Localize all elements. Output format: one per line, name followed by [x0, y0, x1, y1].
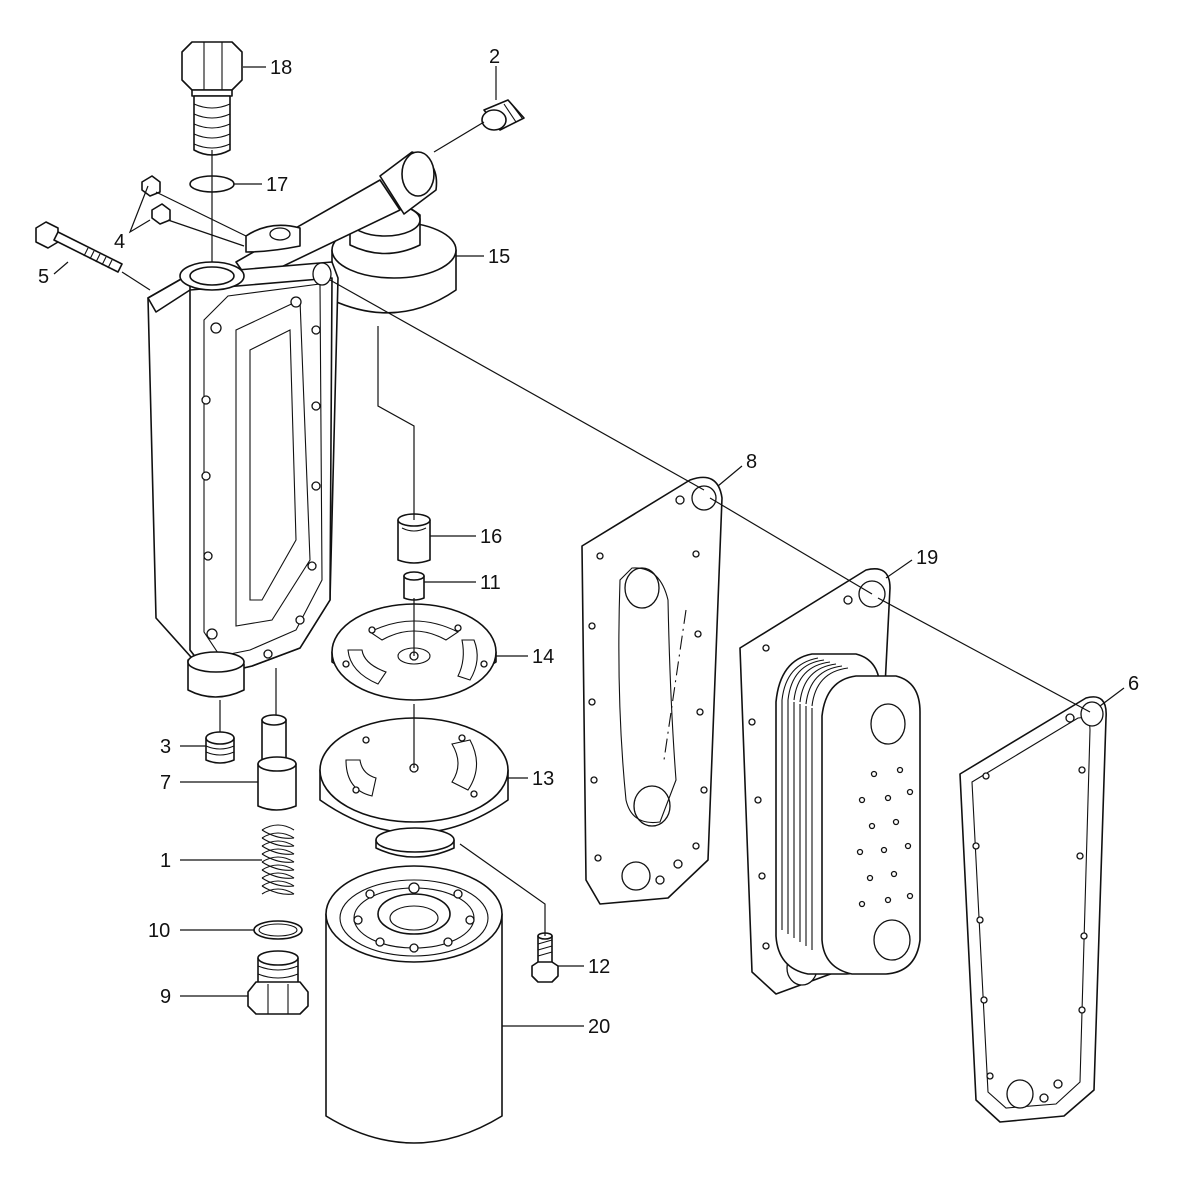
callout-10: 10 [148, 920, 170, 942]
callout-9: 9 [160, 986, 171, 1008]
callout-6: 6 [1128, 673, 1139, 695]
callout-14: 14 [532, 646, 554, 668]
callout-4: 4 [114, 231, 125, 253]
callout-8: 8 [746, 451, 757, 473]
part-4-plugs [141, 175, 171, 225]
callout-2: 2 [489, 46, 500, 68]
part-16-pin [397, 513, 431, 564]
part-18-plug-bolt [181, 41, 243, 156]
callout-17: 17 [266, 174, 288, 196]
callout-11: 11 [480, 572, 501, 594]
callout-16: 16 [480, 526, 502, 548]
callout-3: 3 [160, 736, 171, 758]
part-9-plug [247, 950, 309, 1015]
part-1-spring [261, 824, 295, 895]
callout-leaders [53, 66, 1125, 1027]
part-12-bolt [531, 932, 559, 983]
part-3-plug [205, 731, 235, 764]
callout-15: 15 [488, 246, 510, 268]
part-20-oil-filter [325, 865, 503, 1144]
part-15-filter-head [235, 151, 457, 314]
callout-12: 12 [588, 956, 610, 978]
callout-20: 20 [588, 1016, 610, 1038]
callout-19: 19 [916, 547, 938, 569]
alignment-lines [121, 121, 1091, 936]
callout-13: 13 [532, 768, 554, 790]
part-7-valve [257, 714, 297, 811]
callout-7: 7 [160, 772, 171, 794]
callout-1: 1 [160, 850, 171, 872]
part-6-gasket [959, 696, 1107, 1123]
callout-18: 18 [270, 57, 292, 79]
callout-labels: 18 2 17 4 5 15 8 16 11 19 14 6 3 7 13 1 … [38, 46, 1139, 1038]
part-5-bolt [35, 221, 123, 273]
part-19-cooler-core [739, 568, 921, 995]
part-13-valve-housing [319, 717, 509, 858]
part-8-gasket [581, 476, 723, 905]
oil-cooler-housing [147, 261, 339, 698]
callout-5: 5 [38, 266, 49, 288]
part-11-sleeve [403, 571, 425, 601]
part-2-plug [481, 99, 525, 131]
